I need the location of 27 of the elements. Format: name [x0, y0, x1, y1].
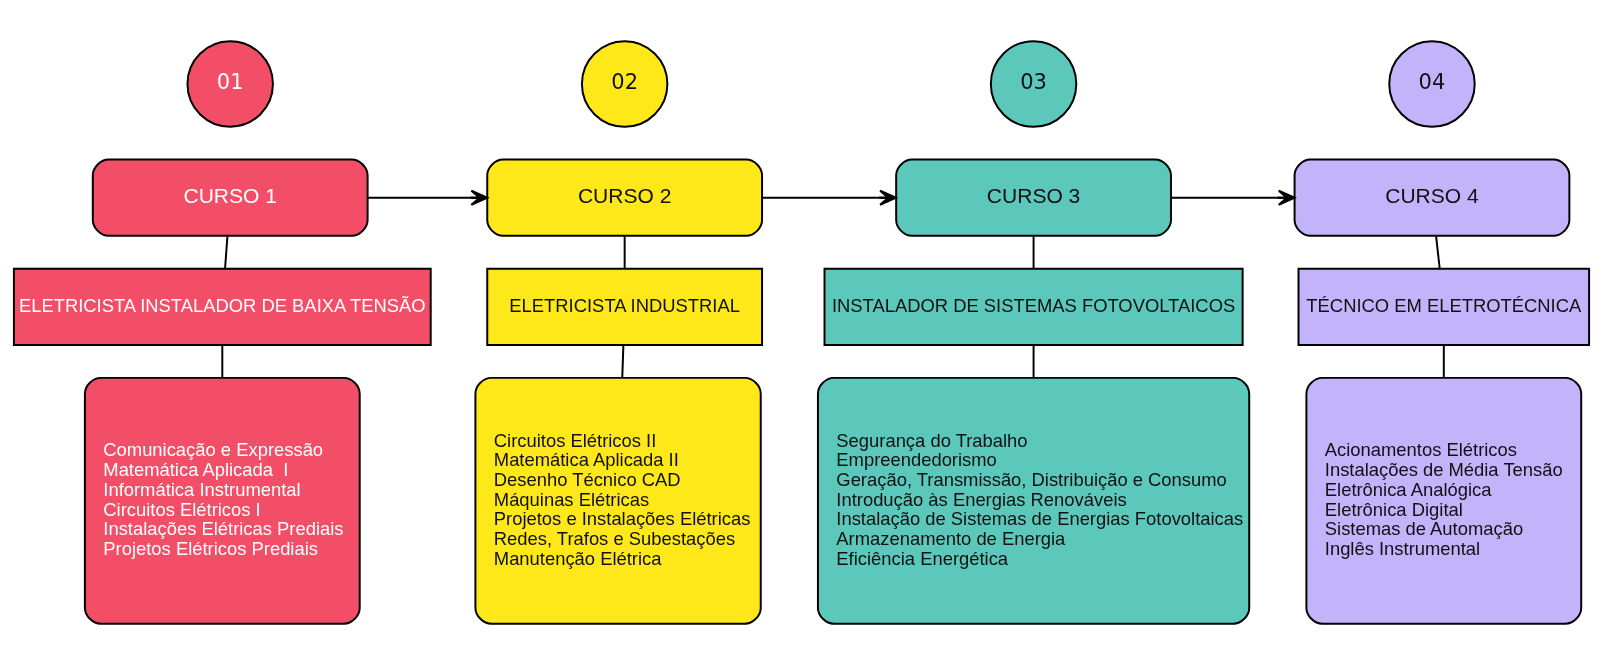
- connector: [623, 234, 626, 269]
- connector: [1435, 234, 1441, 269]
- node-box: CURSO 3: [895, 158, 1172, 237]
- node-box: Comunicação e Expressão Matemática Aplicada I Informática Instrumental Circuitos Elétricos I Instalações Elétricas Prediais Projetos Elétricos Prediais: [83, 376, 361, 625]
- connector: [224, 234, 229, 269]
- connector: [221, 343, 224, 379]
- node-box: INSTALADOR DE SISTEMAS FOTOVOLTAICOS: [823, 267, 1244, 346]
- arrow: [761, 189, 897, 206]
- connector: [1032, 234, 1035, 269]
- node-box: Circuitos Elétricos II Matemática Aplicada II Desenho Técnico CAD Máquinas Elétricas Projetos e Instalações Elétricas Redes, Trafos e Subestações Manutenção Elétrica: [474, 376, 762, 625]
- node-box: Acionamentos Elétricos Instalações de Média Tensão Eletrônica Analógica Eletrônica Digital Sistemas de Automação Inglês Instrumental: [1305, 376, 1583, 625]
- node-box: TÉCNICO EM ELETROTÉCNICA: [1297, 267, 1591, 346]
- arrow: [366, 189, 489, 206]
- node-circle: 03: [989, 39, 1078, 128]
- connector: [1032, 343, 1035, 379]
- node-circle: 01: [186, 39, 274, 128]
- connector: [1442, 343, 1445, 379]
- arrow: [1170, 189, 1296, 206]
- node-box: ELETRICISTA INDUSTRIAL: [486, 267, 764, 346]
- node-box: CURSO 2: [486, 158, 764, 237]
- node-box: CURSO 4: [1293, 158, 1571, 237]
- node-circle: 04: [1388, 39, 1476, 128]
- node-circle: 02: [580, 39, 669, 128]
- node-box: ELETRICISTA INSTALADOR DE BAIXA TENSÃO: [12, 267, 432, 346]
- node-box: Segurança do Trabalho Empreendedorismo Geração, Transmissão, Distribuição e Consumo Introdução às Energias Renováveis Instalação de Sistemas de Energias Fotovoltaicas Armazenamento de Energia Eficiência Energética: [816, 376, 1251, 625]
- node-box: CURSO 1: [91, 158, 369, 237]
- connector: [621, 343, 625, 379]
